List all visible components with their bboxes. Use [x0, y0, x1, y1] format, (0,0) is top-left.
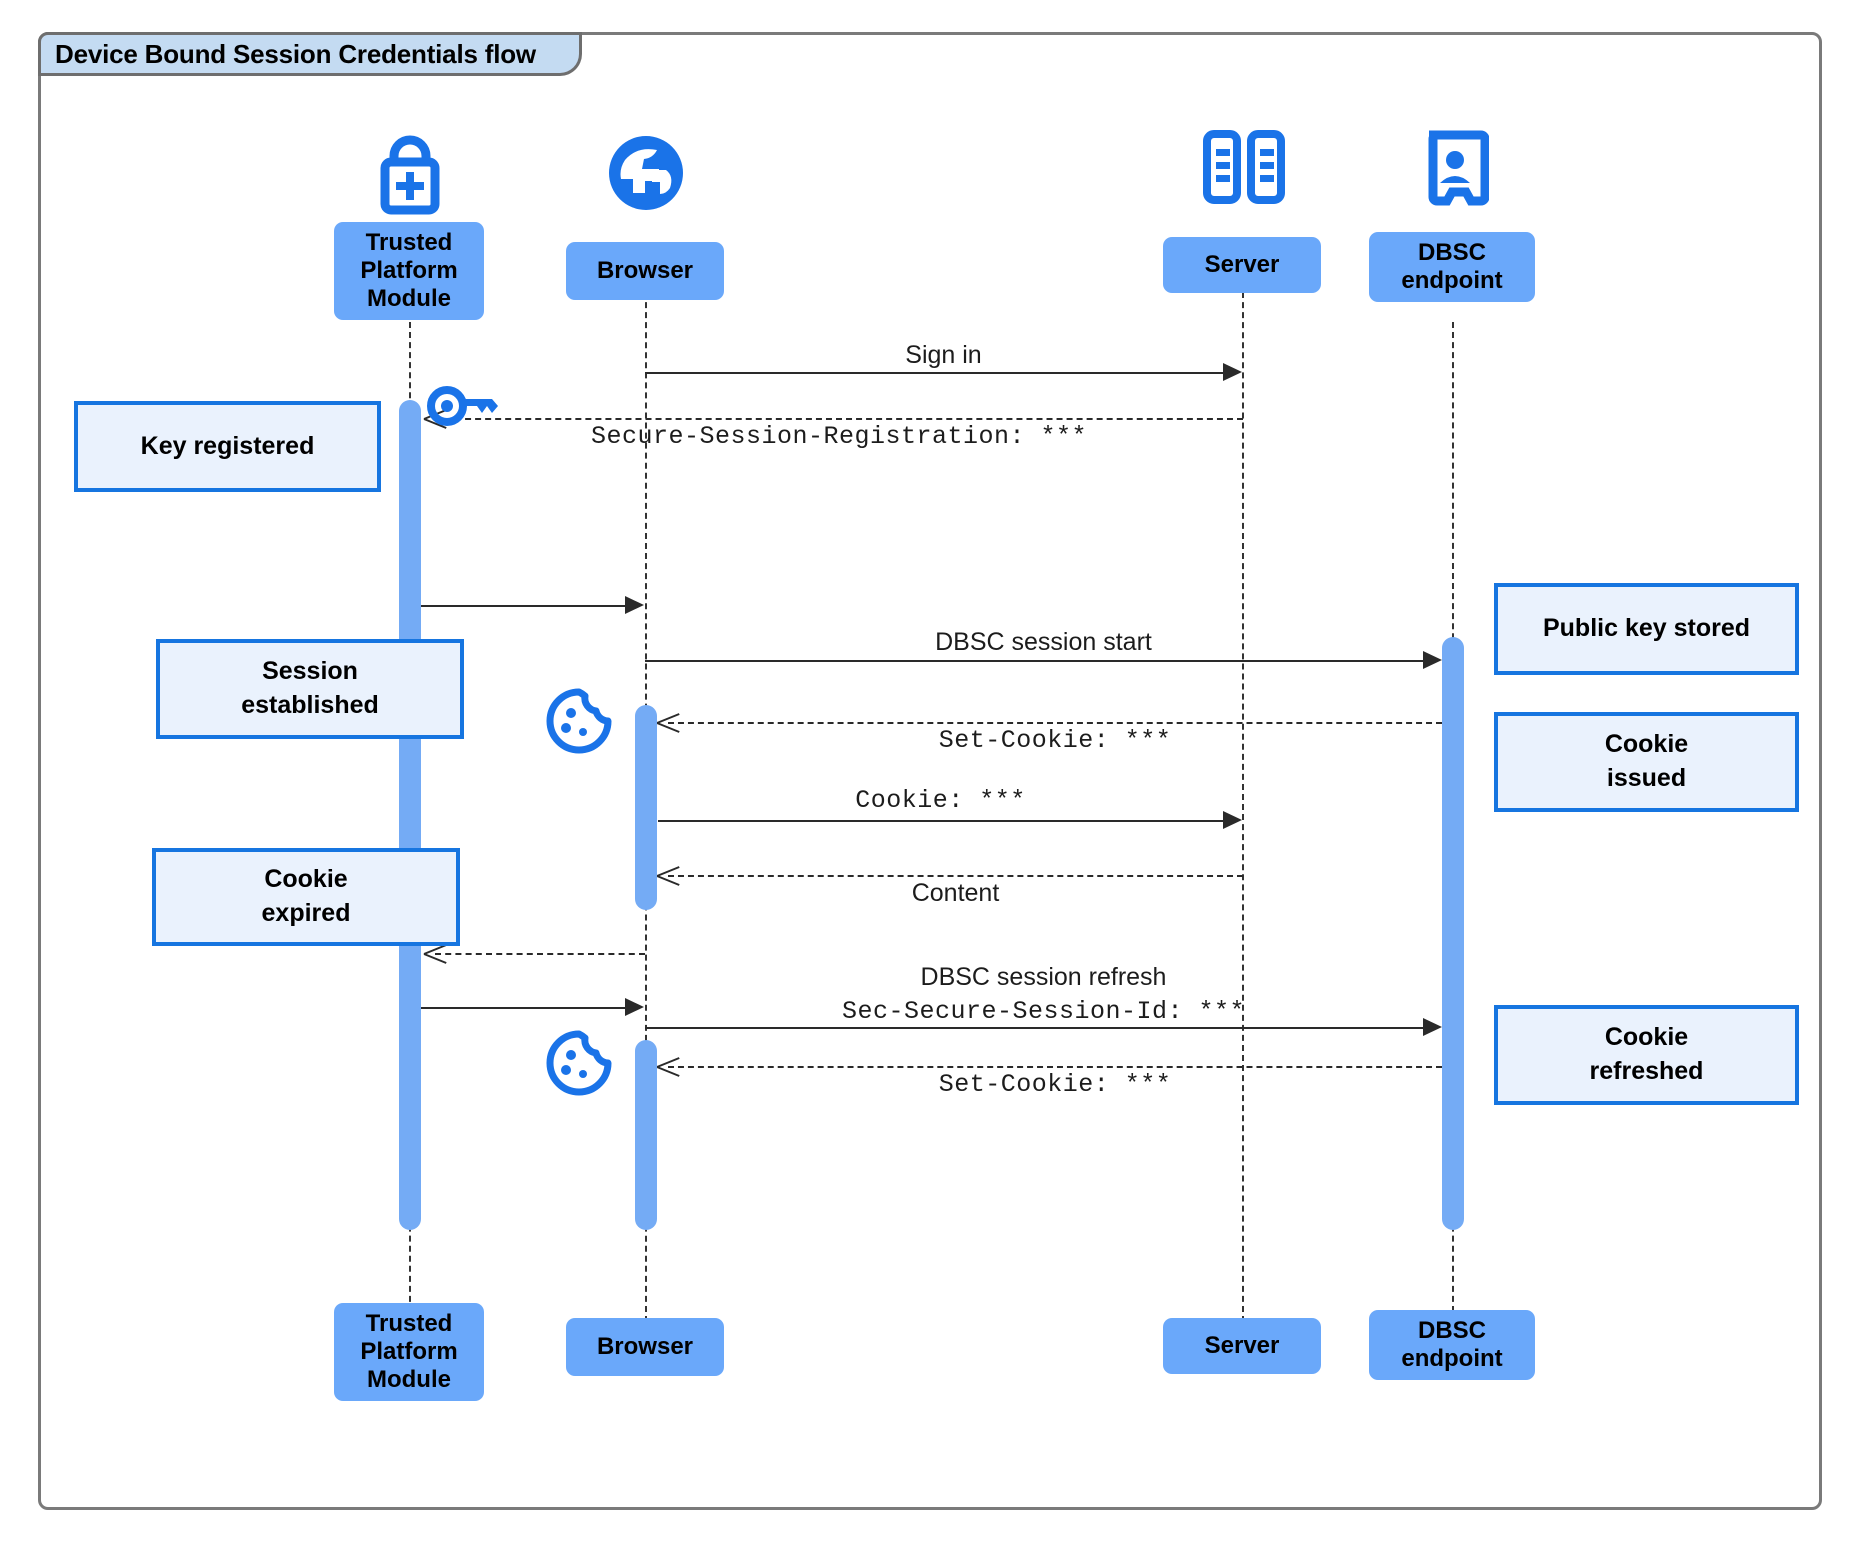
participant-browser-bottom-label: Browser — [596, 1332, 694, 1360]
activation-bar-dbsc — [1442, 637, 1464, 1230]
participant-server-bottom-label: Server — [1204, 1331, 1280, 1359]
note-public-key-stored: Public key stored — [1494, 583, 1799, 675]
participant-browser-top[interactable]: Browser — [566, 242, 724, 300]
participant-server-top[interactable]: Server — [1163, 237, 1321, 293]
arrowhead-dbsc-session-refresh-a — [625, 998, 644, 1016]
title-tab-notch — [553, 32, 582, 76]
participant-browser-bottom[interactable]: Browser — [566, 1318, 724, 1376]
note-key-registered-text: Key registered — [140, 431, 315, 460]
message-line-dbsc-session-refresh-b — [645, 1027, 1423, 1029]
key-icon — [425, 382, 503, 430]
message-line-tpm-to-browser — [421, 605, 625, 607]
id-badge-icon — [1421, 130, 1490, 210]
message-line-sign-in — [645, 372, 1223, 374]
message-line-set-cookie-2 — [668, 1066, 1442, 1068]
server-rack-icon — [1203, 130, 1285, 206]
message-line-browser-to-tpm — [435, 953, 645, 955]
arrowhead-dbsc-session-refresh-b — [1423, 1018, 1442, 1036]
lock-plus-icon — [368, 128, 452, 218]
arrowhead-sign-in — [1223, 363, 1242, 381]
arrowhead-tpm-to-browser — [625, 596, 644, 614]
message-label-sign-in: Sign in — [905, 341, 982, 369]
message-line-set-cookie-1 — [668, 722, 1442, 724]
message-label-set-cookie-1: Set-Cookie: *** — [938, 726, 1172, 755]
message-label-dbsc-session-start: DBSC session start — [935, 628, 1152, 656]
message-line-dbsc-session-start — [645, 660, 1423, 662]
arrowhead-dbsc-session-start — [1423, 651, 1442, 669]
note-key-registered: Key registered — [74, 401, 381, 492]
diagram-title-text: Device Bound Session Credentials flow — [55, 38, 536, 69]
message-label-set-cookie-2: Set-Cookie: *** — [938, 1070, 1172, 1099]
participant-server-top-label: Server — [1204, 250, 1280, 278]
message-line-secure-session-registration — [435, 418, 1243, 420]
message-label-secure-session-registration: Secure-Session-Registration: *** — [590, 422, 1088, 451]
cookie-icon — [545, 688, 613, 754]
message-label-content: Content — [911, 879, 1000, 907]
message-label-dbsc-session-refresh: DBSC session refresh — [920, 963, 1167, 991]
diagram-title: Device Bound Session Credentials flow — [38, 32, 557, 76]
participant-server-bottom[interactable]: Server — [1163, 1318, 1321, 1374]
message-label-sec-secure-session-id: Sec-Secure-Session-Id: *** — [841, 997, 1246, 1026]
message-line-dbsc-session-refresh-a — [421, 1007, 625, 1009]
note-public-key-stored-text: Public key stored — [1542, 614, 1751, 643]
participant-browser-top-label: Browser — [596, 256, 694, 284]
lifeline-server — [1242, 282, 1244, 1322]
message-line-content — [668, 875, 1243, 877]
globe-icon — [603, 130, 689, 216]
cookie-icon — [545, 1030, 613, 1096]
activation-bar-browser-1 — [635, 705, 657, 910]
arrowhead-cookie — [1223, 811, 1242, 829]
message-line-cookie — [658, 820, 1223, 822]
activation-bar-tpm — [399, 400, 421, 1230]
activation-bar-browser-2 — [635, 1040, 657, 1230]
message-label-cookie: Cookie: *** — [855, 786, 1026, 815]
